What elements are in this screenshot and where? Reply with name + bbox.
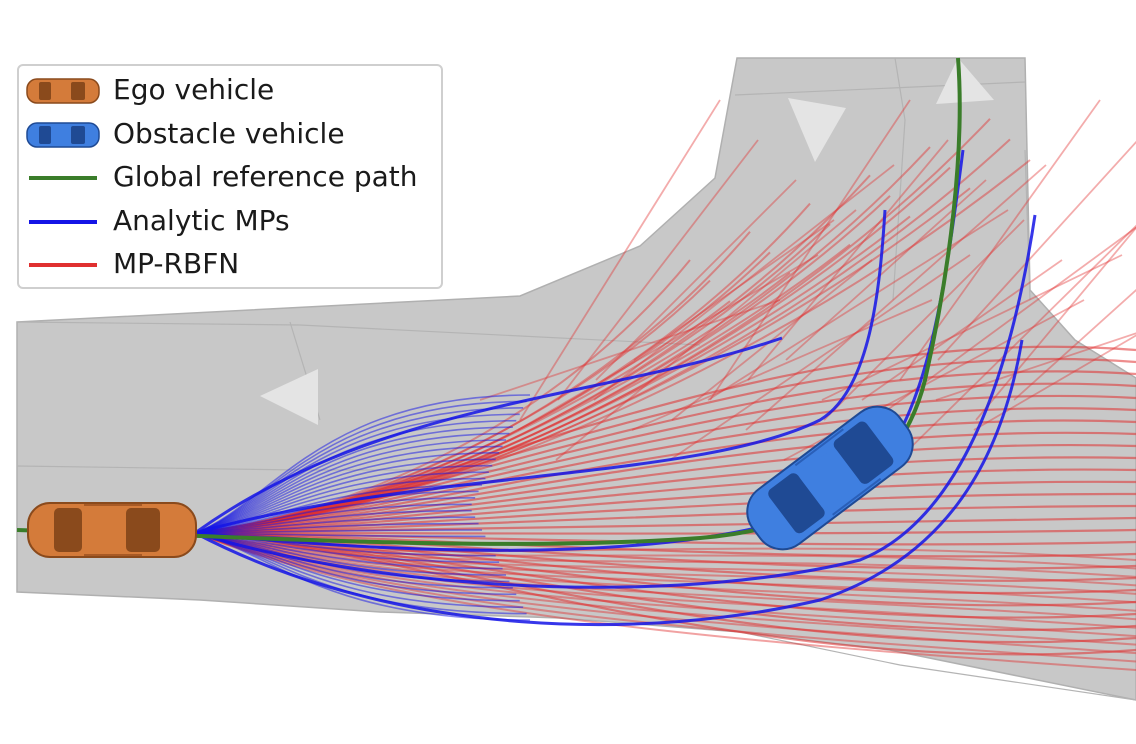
legend-item-ego-vehicle: Ego vehicle: [19, 70, 441, 110]
mp-rbfn-trajectory: [194, 531, 1136, 558]
mp-rbfn-trajectory: [194, 174, 871, 534]
mp-rbfn-trajectory: [633, 219, 835, 361]
analytic-mp-trajectory: [194, 339, 1024, 627]
mp-rbfn-trajectory: [194, 532, 1136, 595]
legend-label: MP-RBFN: [113, 247, 240, 280]
lane-lines: [16, 57, 1136, 701]
mp-rbfn-trajectory: [194, 382, 1136, 535]
legend-item-mp-rbfn: MP-RBFN: [19, 244, 441, 284]
mp-rbfn-trajectory: [555, 209, 857, 461]
mp-rbfn-trajectory: [194, 532, 1136, 612]
mp-rbfn-trajectory: [194, 531, 1136, 631]
mp-rbfn-trajectory: [194, 468, 1136, 535]
mp-rbfn-trajectory: [194, 407, 1136, 535]
mp-rbfn-trajectory: [745, 164, 1047, 431]
legend-swatch-global-reference-path: [29, 176, 97, 180]
analytic-mp-trajectory: [194, 209, 887, 535]
mp-rbfn-trajectory: [194, 531, 1136, 570]
obstacle-vehicle: [746, 405, 914, 551]
mp-rbfn-trajectory: [631, 299, 933, 431]
legend-swatch-analytic-mps: [29, 219, 97, 224]
analytic-mp-trajectory: [194, 336, 783, 535]
ego-vehicle: [27, 502, 197, 558]
mp-rbfn-trajectory: [194, 345, 1136, 535]
mp-rbfn-trajectory: [1013, 288, 1136, 401]
legend-label: Ego vehicle: [113, 73, 275, 106]
legend-item-obstacle-vehicle: Obstacle vehicle: [19, 114, 441, 154]
mp-rbfn-trajectory: [519, 99, 721, 421]
mp-rbfn-trajectory: [194, 223, 831, 534]
mp-rbfn-trajectory: [194, 195, 891, 534]
lane-arrow-up: [936, 58, 994, 104]
mp-rbfn-trajectory: [937, 140, 1136, 361]
mp-rbfn-trajectory: [557, 139, 759, 401]
mp-rbfn-trajectory: [595, 179, 797, 381]
legend-label: Analytic MPs: [113, 203, 290, 237]
mp-rbfn-trajectory: [194, 272, 791, 534]
mp-rbfn-trajectory: [479, 299, 781, 401]
mp-rbfn-trajectory: [859, 226, 1136, 431]
legend-item-global-reference-path: Global reference path: [19, 157, 441, 197]
mp-rbfn-trajectory: [747, 139, 949, 381]
mp-rbfn-trajectory: [194, 532, 1136, 578]
mp-rbfn-trajectory: [194, 146, 931, 534]
mp-rbfn-trajectory: [821, 254, 1123, 401]
mp-rbfn-trajectory: [194, 202, 811, 534]
mp-rbfn-trajectory: [669, 254, 971, 461]
mp-rbfn-trajectory: [194, 532, 1136, 561]
mp-rbfn-trajectory: [194, 215, 911, 534]
mp-rbfn-trajectory: [194, 243, 851, 534]
mp-rbfn-trajectory: [194, 532, 1136, 646]
legend-swatch-obstacle-vehicle: [26, 121, 100, 148]
mp-rbfn-trajectory: [861, 259, 1063, 401]
mp-rbfn-trajectory: [194, 528, 1136, 535]
mp-rbfn-trajectory: [975, 226, 1136, 421]
mp-rbfn-trajectory: [707, 209, 1009, 401]
mp-rbfn-trajectory: [973, 334, 1136, 431]
mp-rbfn-trajectory: [897, 224, 1136, 461]
mp-rbfn-trajectory: [194, 532, 1136, 663]
legend-swatch-mp-rbfn: [29, 263, 97, 267]
mp-rbfn-trajectory: [194, 531, 1136, 656]
legend-label: Global reference path: [113, 160, 418, 193]
mp-rbfn-trajectory: [593, 164, 895, 401]
lane-arrow-down: [788, 98, 846, 162]
mp-rbfn-trajectory: [194, 443, 1136, 535]
mp-rbfn-trajectory: [823, 219, 1025, 421]
lane-arrow-left: [260, 369, 318, 425]
mp-rbfn-trajectory: [194, 492, 1136, 535]
mp-rbfn-trajectory: [194, 370, 1136, 535]
mp-rbfn-trajectory: [517, 254, 819, 431]
legend-label: Obstacle vehicle: [113, 116, 345, 150]
mp-rbfn-trajectory: [935, 332, 1136, 401]
legend-swatch-ego-vehicle: [26, 78, 100, 104]
analytic-mp-trajectory: [194, 214, 1037, 589]
legend-item-analytic-mps: Analytic MPs: [19, 201, 441, 241]
